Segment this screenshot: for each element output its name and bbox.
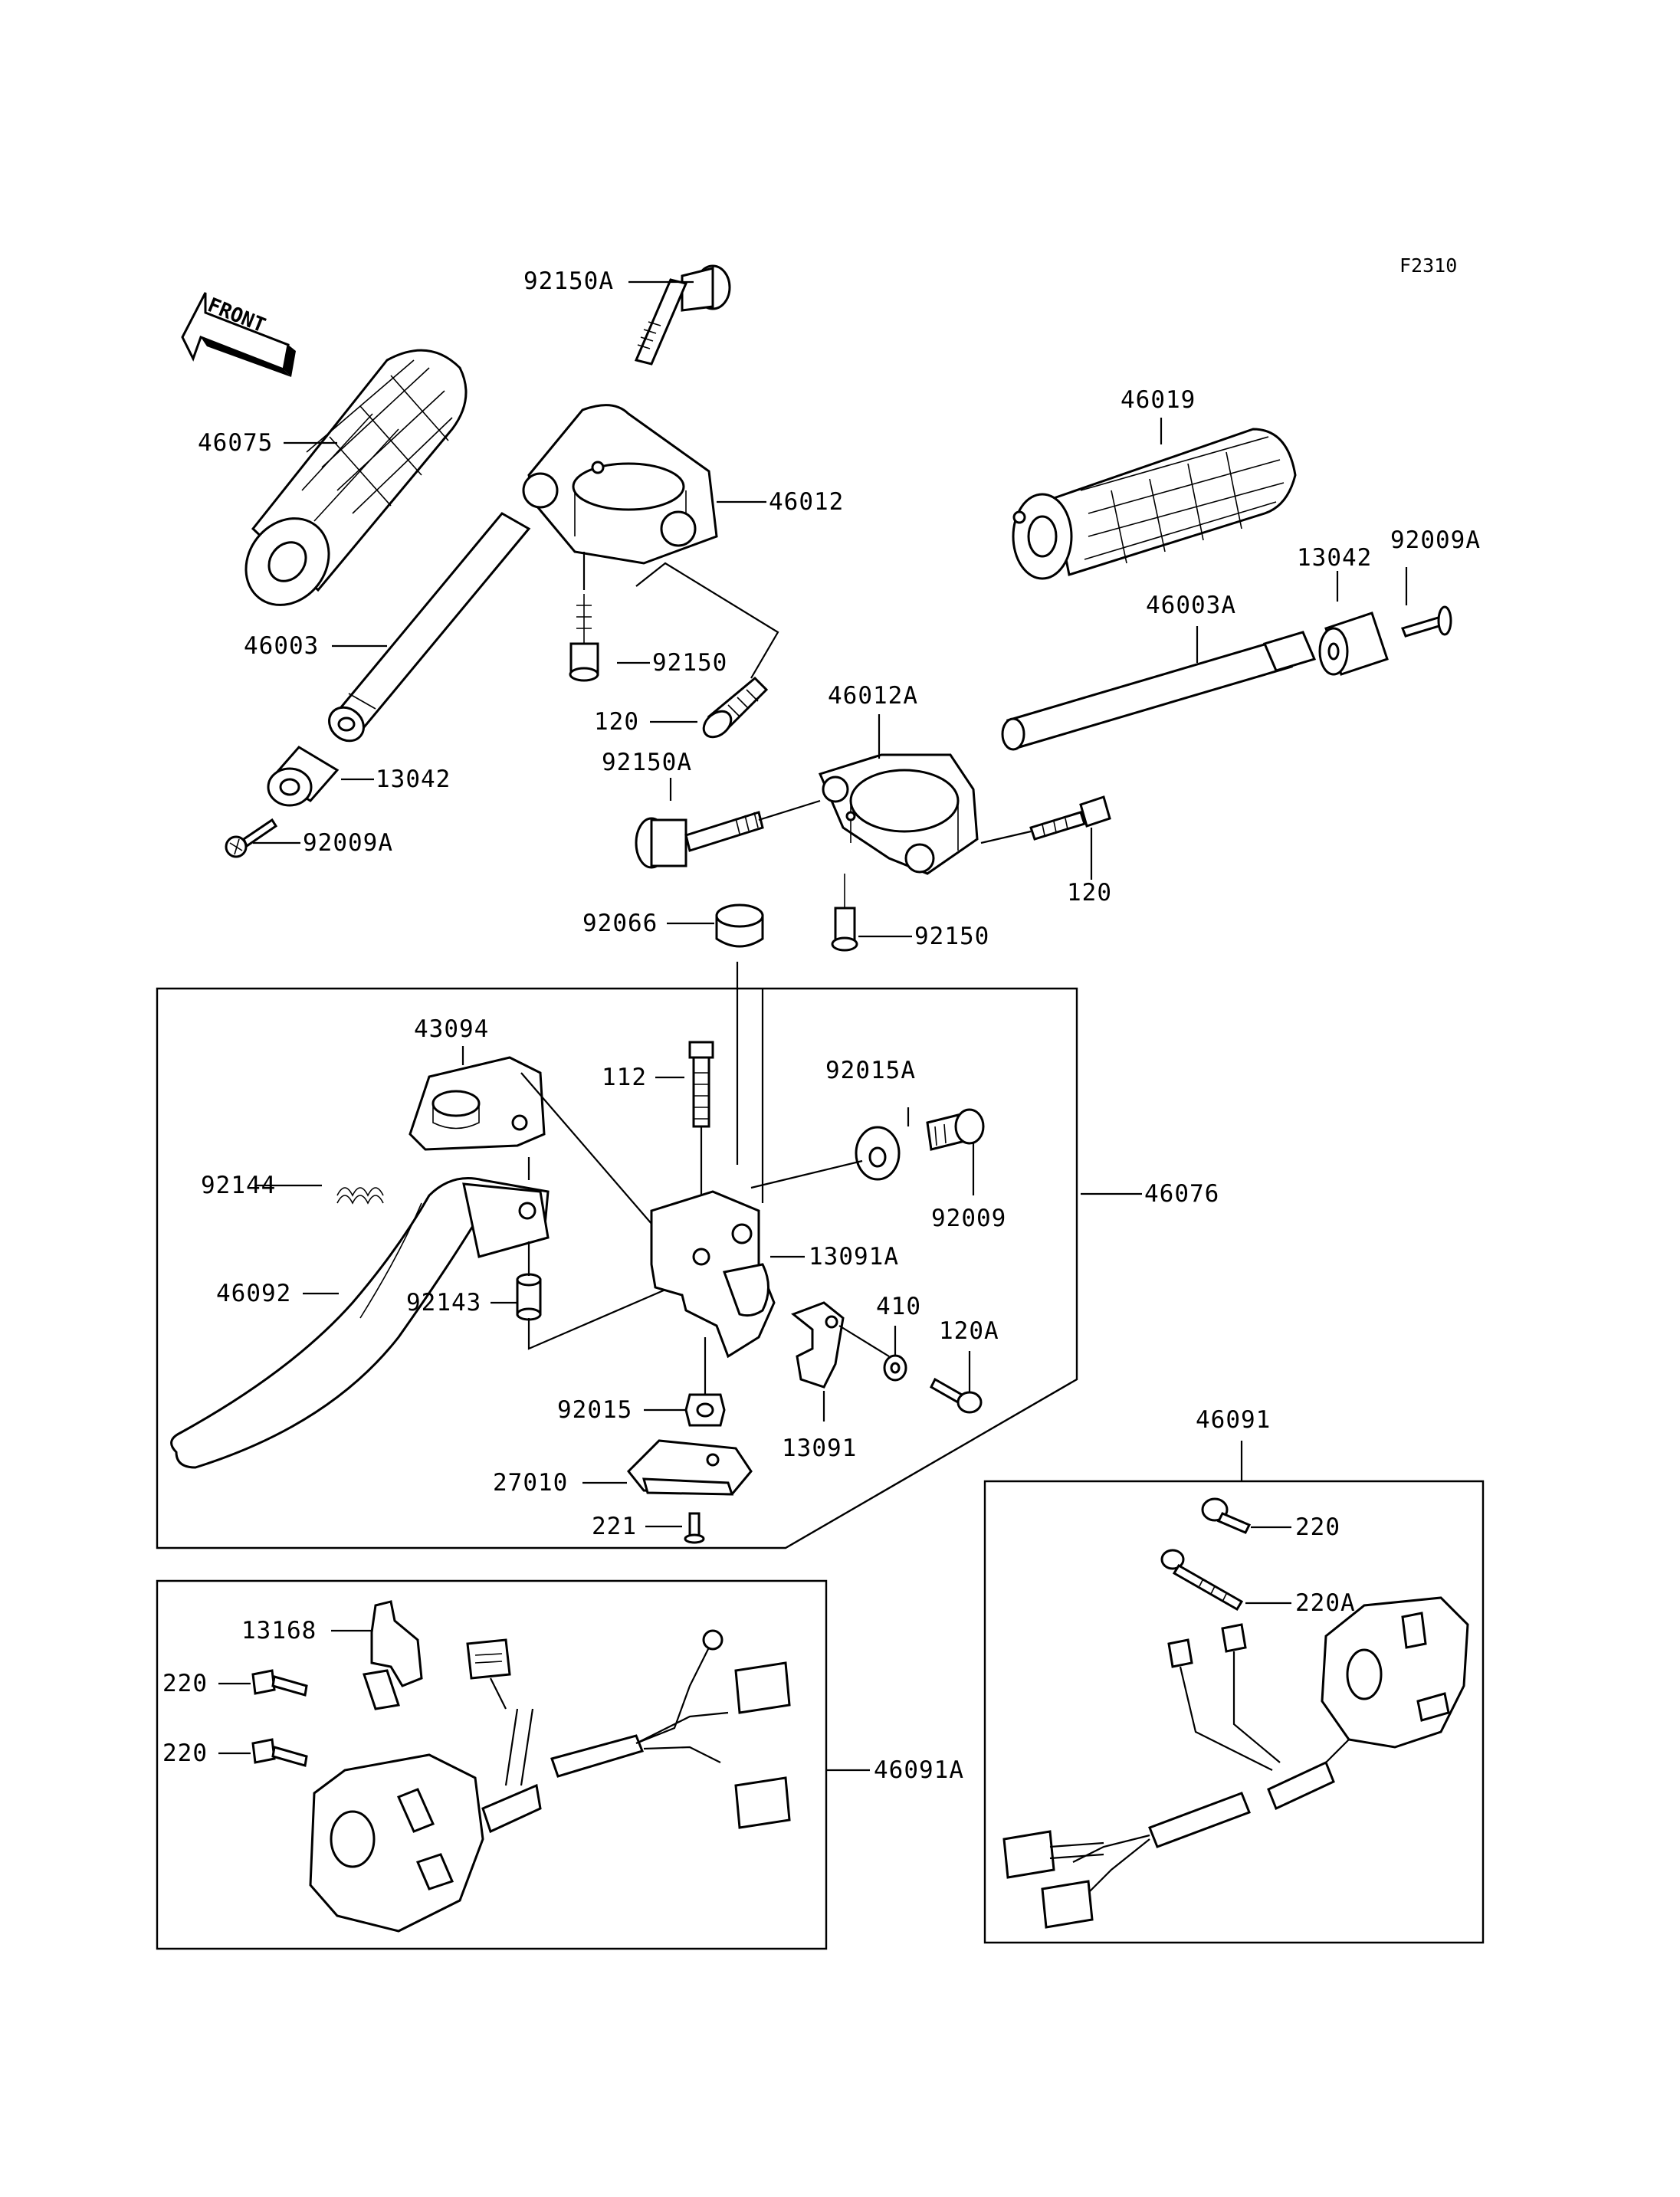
callout-46012: 46012 bbox=[769, 488, 845, 516]
nut-92015A bbox=[855, 1126, 901, 1181]
callout-92015A: 92015A bbox=[825, 1057, 916, 1084]
callout-46019: 46019 bbox=[1121, 386, 1196, 414]
callout-46092: 46092 bbox=[216, 1280, 292, 1307]
callout-46091A: 46091A bbox=[874, 1756, 964, 1784]
bolt-120A bbox=[930, 1377, 983, 1414]
bolt-92150-top bbox=[569, 594, 599, 682]
clutch-lever-46092 bbox=[170, 1177, 550, 1469]
callout-46076: 46076 bbox=[1144, 1180, 1220, 1208]
callout-410: 410 bbox=[876, 1293, 921, 1320]
callout-92066: 92066 bbox=[582, 910, 658, 937]
screw-220-right bbox=[1201, 1497, 1252, 1534]
callout-13168: 13168 bbox=[241, 1617, 317, 1644]
screw-220-b bbox=[251, 1738, 308, 1767]
screw-220-a bbox=[251, 1669, 308, 1697]
callout-92009A-left: 92009A bbox=[303, 829, 393, 857]
front-arrow-icon: FRONT bbox=[181, 292, 296, 377]
callout-92144: 92144 bbox=[201, 1172, 277, 1199]
callout-112: 112 bbox=[602, 1064, 647, 1091]
bolt-92009 bbox=[926, 1108, 985, 1151]
bar-end-weight-right bbox=[1318, 612, 1389, 676]
lever-holder-13091A bbox=[650, 1190, 776, 1359]
screw-220A bbox=[1160, 1549, 1244, 1612]
right-switch-housing bbox=[1002, 1596, 1469, 1929]
left-switch-housing bbox=[309, 1629, 791, 1933]
bolt-112 bbox=[688, 1041, 714, 1128]
bolt-92150A-top bbox=[634, 264, 731, 366]
callout-46075: 46075 bbox=[198, 429, 274, 457]
screw-92009A-right bbox=[1400, 605, 1452, 638]
left-switch-frame bbox=[156, 1579, 828, 1950]
callout-92015: 92015 bbox=[557, 1396, 633, 1424]
callout-46091: 46091 bbox=[1196, 1406, 1271, 1434]
bolt-120-top bbox=[702, 676, 769, 739]
left-clipon-clamp bbox=[522, 404, 718, 565]
callout-120-right: 120 bbox=[1067, 879, 1112, 907]
callout-46003A: 46003A bbox=[1146, 592, 1236, 619]
callout-92143: 92143 bbox=[406, 1289, 482, 1317]
callout-220-a: 220 bbox=[162, 1670, 208, 1697]
callout-13091A: 13091A bbox=[809, 1243, 899, 1271]
callout-43094: 43094 bbox=[414, 1015, 490, 1043]
right-grip bbox=[1012, 428, 1297, 580]
right-clipon-clamp bbox=[818, 753, 979, 875]
bracket-13168 bbox=[363, 1600, 423, 1710]
leader-lines bbox=[218, 280, 1408, 1772]
spring-92144 bbox=[336, 1187, 384, 1205]
figure-code: F2310 bbox=[1399, 254, 1458, 277]
left-handlebar-tube bbox=[328, 512, 531, 743]
bracket-43094 bbox=[409, 1056, 546, 1151]
callout-220A: 220A bbox=[1295, 1589, 1356, 1617]
bolt-120-right bbox=[1029, 795, 1111, 841]
callout-92150A-top: 92150A bbox=[523, 267, 614, 295]
nut-92015 bbox=[684, 1393, 726, 1427]
callout-92009A-right: 92009A bbox=[1390, 526, 1481, 554]
left-grip bbox=[244, 349, 468, 606]
screw-221 bbox=[684, 1512, 705, 1544]
callout-92150-mid: 92150 bbox=[914, 923, 990, 950]
screw-92009A-left bbox=[225, 818, 278, 858]
washer-410 bbox=[883, 1354, 907, 1382]
holder-13091 bbox=[791, 1301, 845, 1389]
callout-46012A: 46012A bbox=[828, 682, 918, 710]
callout-46003: 46003 bbox=[244, 632, 320, 660]
callout-221: 221 bbox=[592, 1513, 637, 1540]
callout-120-top: 120 bbox=[594, 708, 639, 736]
callout-92150-top: 92150 bbox=[652, 649, 728, 677]
bolt-92150A-mid bbox=[635, 811, 764, 869]
callout-13042-left: 13042 bbox=[376, 766, 451, 793]
callout-13042-right: 13042 bbox=[1297, 544, 1373, 572]
bushing-92143 bbox=[516, 1273, 542, 1321]
callout-120A: 120A bbox=[939, 1317, 999, 1345]
callout-13091: 13091 bbox=[782, 1435, 858, 1462]
callout-92150A-mid: 92150A bbox=[602, 749, 692, 776]
right-handlebar-tube bbox=[1001, 631, 1317, 751]
callout-220-b: 220 bbox=[162, 1740, 208, 1767]
callout-220-right: 220 bbox=[1295, 1513, 1340, 1541]
lever-assembly-frame bbox=[156, 987, 1078, 1549]
bolt-92150-mid bbox=[831, 874, 858, 952]
bar-end-weight-left bbox=[267, 746, 340, 807]
right-switch-frame bbox=[983, 1480, 1485, 1944]
cap-92066 bbox=[715, 903, 764, 948]
callout-27010: 27010 bbox=[493, 1469, 569, 1497]
switch-27010 bbox=[626, 1439, 753, 1496]
callout-92009: 92009 bbox=[931, 1205, 1007, 1232]
